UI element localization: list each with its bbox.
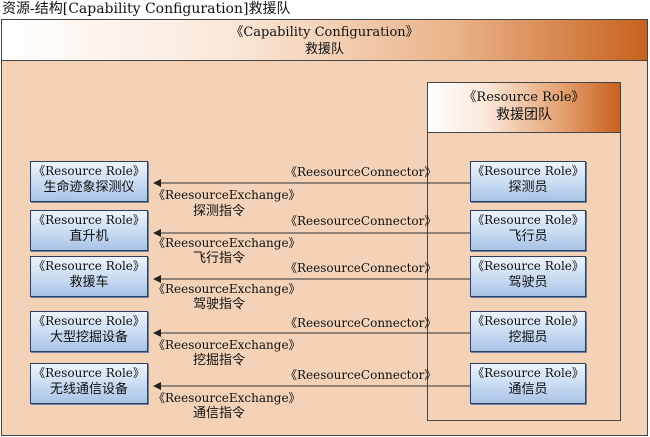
resource-role-detector[interactable]: 《Resource Role》 探测员 (470, 161, 586, 202)
resource-role-stereotype: 《Resource Role》 (472, 314, 584, 328)
resource-role-name: 生命迹象探测仪 (43, 180, 135, 195)
command-label: 探测指令 (193, 204, 246, 219)
resource-role-stereotype: 《Resource Role》 (33, 259, 145, 273)
resource-role-communicator[interactable]: 《Resource Role》 通信员 (470, 363, 586, 404)
capability-configuration-header: 《Capability Configuration》 救援队 (1, 19, 648, 61)
resource-role-name: 驾驶员 (508, 275, 548, 290)
rescue-team-header: 《Resource Role》 救援团队 (427, 82, 621, 133)
resource-role-helicopter[interactable]: 《Resource Role》 直升机 (30, 210, 148, 251)
exchange-label: 《ReesourceExchange》 (153, 391, 301, 405)
resource-role-name: 大型挖掘设备 (49, 330, 128, 345)
resource-role-name: 救援车 (69, 275, 109, 290)
resource-role-life-detector[interactable]: 《Resource Role》 生命迹象探测仪 (30, 161, 148, 202)
resource-role-stereotype: 《Resource Role》 (33, 164, 145, 178)
resource-role-name: 探测员 (508, 180, 548, 195)
resource-role-name: 挖掘员 (508, 330, 548, 345)
command-label: 飞行指令 (193, 251, 246, 266)
command-label: 驾驶指令 (193, 297, 246, 312)
resource-role-driver[interactable]: 《Resource Role》 驾驶员 (470, 256, 586, 297)
rescue-team-name: 救援团队 (496, 107, 552, 123)
exchange-label: 《ReesourceExchange》 (153, 282, 301, 296)
resource-role-name: 直升机 (69, 229, 109, 244)
exchange-label: 《ReesourceExchange》 (153, 236, 301, 250)
resource-role-stereotype: 《Resource Role》 (33, 314, 145, 328)
connector-label: 《ReesourceConnector》 (285, 261, 437, 275)
exchange-label: 《ReesourceExchange》 (153, 338, 301, 352)
capability-configuration-stereotype: 《Capability Configuration》 (230, 25, 419, 40)
resource-role-name: 无线通信设备 (49, 382, 128, 397)
resource-role-digger[interactable]: 《Resource Role》 挖掘员 (470, 311, 586, 352)
resource-role-pilot[interactable]: 《Resource Role》 飞行员 (470, 210, 586, 251)
resource-role-stereotype: 《Resource Role》 (472, 259, 584, 273)
resource-role-stereotype: 《Resource Role》 (472, 164, 584, 178)
resource-role-stereotype: 《Resource Role》 (472, 366, 584, 380)
resource-role-name: 飞行员 (508, 229, 548, 244)
resource-role-stereotype: 《Resource Role》 (33, 366, 145, 380)
connector-label: 《ReesourceConnector》 (285, 214, 437, 228)
exchange-label: 《ReesourceExchange》 (153, 188, 301, 202)
connector-label: 《ReesourceConnector》 (285, 316, 437, 330)
resource-role-stereotype: 《Resource Role》 (33, 213, 145, 227)
capability-configuration-name: 救援队 (304, 42, 344, 57)
resource-role-radio[interactable]: 《Resource Role》 无线通信设备 (30, 363, 148, 404)
resource-role-stereotype: 《Resource Role》 (472, 213, 584, 227)
command-label: 通信指令 (193, 406, 246, 421)
resource-role-rescue-vehicle[interactable]: 《Resource Role》 救援车 (30, 256, 148, 297)
rescue-team-stereotype: 《Resource Role》 (463, 90, 585, 105)
resource-role-name: 通信员 (508, 382, 548, 397)
connector-label: 《ReesourceConnector》 (285, 165, 437, 179)
diagram-frame-title: 资源-结构[Capability Configuration]救援队 (2, 1, 291, 17)
connector-label: 《ReesourceConnector》 (285, 368, 437, 382)
command-label: 挖掘指令 (193, 353, 246, 368)
resource-role-excavator[interactable]: 《Resource Role》 大型挖掘设备 (30, 311, 148, 352)
